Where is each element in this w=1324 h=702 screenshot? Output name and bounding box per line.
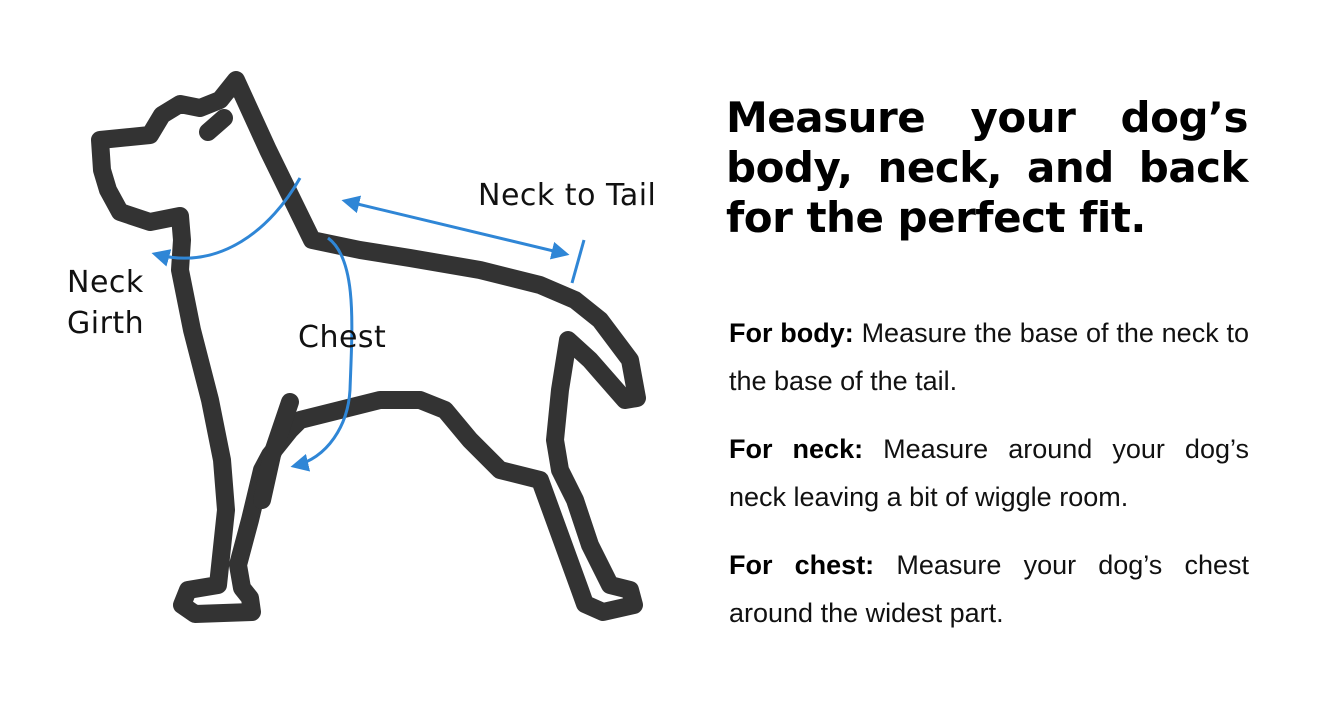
dog-outline-diagram [91, 71, 646, 623]
instruction-neck: For neck: Measure around your dog’s neck… [729, 425, 1249, 521]
headline: Measure your dog’s body, neck, and back … [726, 93, 1249, 242]
chest-arrow [290, 236, 354, 472]
instruction-body: For body: Measure the base of the neck t… [729, 309, 1249, 405]
neck-girth-label-line2: Girth [67, 306, 145, 341]
chest-label: Chest [298, 320, 387, 355]
neck-to-tail-label: Neck to Tail [478, 178, 657, 213]
instruction-text: Measure your dog’s chest around the wide… [729, 550, 1249, 628]
instruction-text: Measure around your dog’s neck leaving a… [729, 434, 1249, 512]
neck-girth-arrow [151, 177, 302, 267]
neck-to-tail-tick [570, 239, 586, 284]
dog-silhouette [91, 71, 646, 623]
instruction-term: For chest: [729, 550, 875, 580]
dog-ear-fold [199, 109, 233, 141]
neck-to-tail-arrow [341, 195, 570, 260]
instruction-term: For neck: [729, 434, 864, 464]
instruction-term: For body: [729, 318, 854, 348]
dog-front-leg-line [253, 393, 299, 509]
neck-girth-label: Neck Girth [67, 262, 144, 344]
neck-girth-label-line1: Neck [67, 265, 144, 300]
instruction-text: Measure the base of the neck to the base… [729, 318, 1249, 396]
instruction-chest: For chest: Measure your dog’s chest arou… [729, 541, 1249, 637]
